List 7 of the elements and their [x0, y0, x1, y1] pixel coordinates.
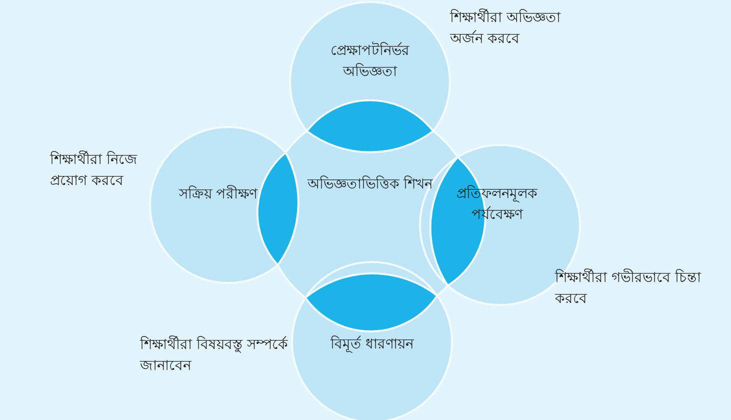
note-text: শিক্ষার্থীরা বিষয়বস্তু সম্পর্কে জানাবেন	[140, 335, 289, 376]
circle-label: সক্রিয় পরীক্ষণ	[178, 184, 258, 206]
circle-label: বিমূর্ত ধারণায়ন	[302, 334, 442, 356]
circle-label: অভিজ্ঞতাভিত্তিক শিখন	[305, 174, 435, 196]
note-text: শিক্ষার্থীরা নিজে প্রয়োগ করবে	[50, 150, 138, 191]
note-text: শিক্ষার্থীরা অভিজ্ঞতা অর্জন করবে	[450, 8, 562, 49]
note-text: শিক্ষার্থীরা গভীরভাবে চিন্তা করবে	[555, 268, 702, 309]
